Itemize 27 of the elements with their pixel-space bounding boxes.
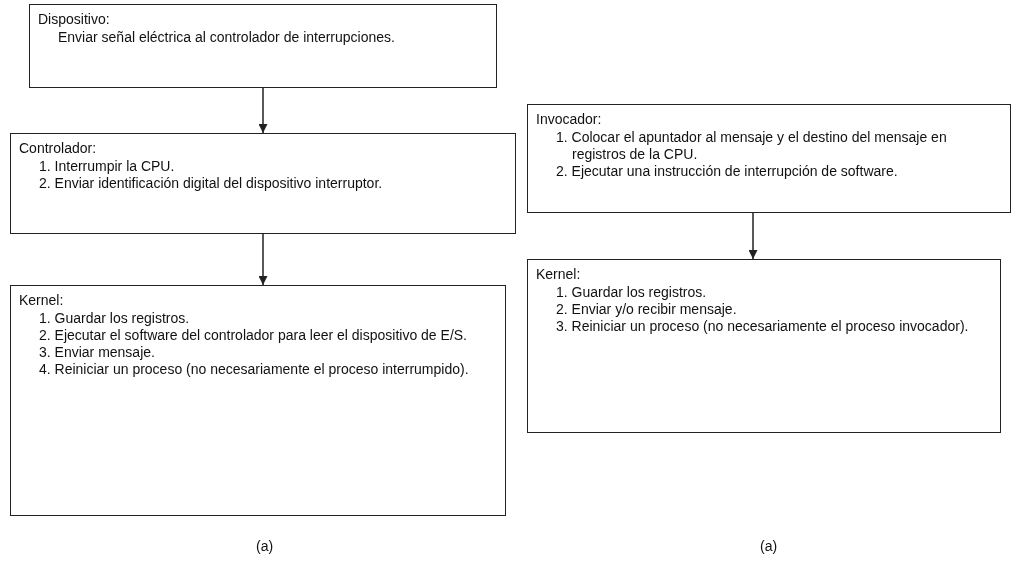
list-item: 2. Enviar identificación digital del dispositivo interruptor. (38, 175, 384, 192)
process-box (29, 4, 497, 88)
list-item: 1. Guardar los registros. (38, 310, 191, 327)
box-heading: Invocador: (536, 111, 603, 128)
list-item: 1. Interrumpir la CPU. (38, 158, 176, 175)
box-heading: Kernel: (19, 292, 65, 309)
caption-label: (a) (760, 538, 778, 554)
arrow (748, 212, 758, 260)
arrow (258, 233, 268, 286)
list-item: 3. Reiniciar un proceso (no necesariamente el proceso invocador). (555, 318, 970, 335)
list-item: 3. Enviar mensaje. (38, 344, 156, 361)
list-item: 1. Guardar los registros. (555, 284, 708, 301)
process-box (10, 133, 516, 234)
list-item: 2. Ejecutar el software del controlador para leer el dispositivo de E/S. (38, 327, 468, 344)
process-box (10, 285, 506, 516)
arrow (258, 87, 268, 134)
list-item: 1. Colocar el apuntador al mensaje y el destino del mensaje en registros de la CPU. (555, 129, 948, 163)
box-heading: Kernel: (536, 266, 582, 283)
process-box (527, 104, 1011, 213)
box-heading: Controlador: (19, 140, 98, 157)
list-item: 2. Enviar y/o recibir mensaje. (555, 301, 738, 318)
box-heading: Dispositivo: (38, 11, 111, 28)
box-text: Enviar señal eléctrica al controlador de interrupciones. (57, 29, 396, 46)
list-item: 2. Ejecutar una instrucción de interrupción de software. (555, 163, 899, 180)
list-item: 4. Reiniciar un proceso (no necesariamente el proceso interrumpido). (38, 361, 470, 378)
caption-label: (a) (256, 538, 274, 554)
process-box (527, 259, 1001, 433)
